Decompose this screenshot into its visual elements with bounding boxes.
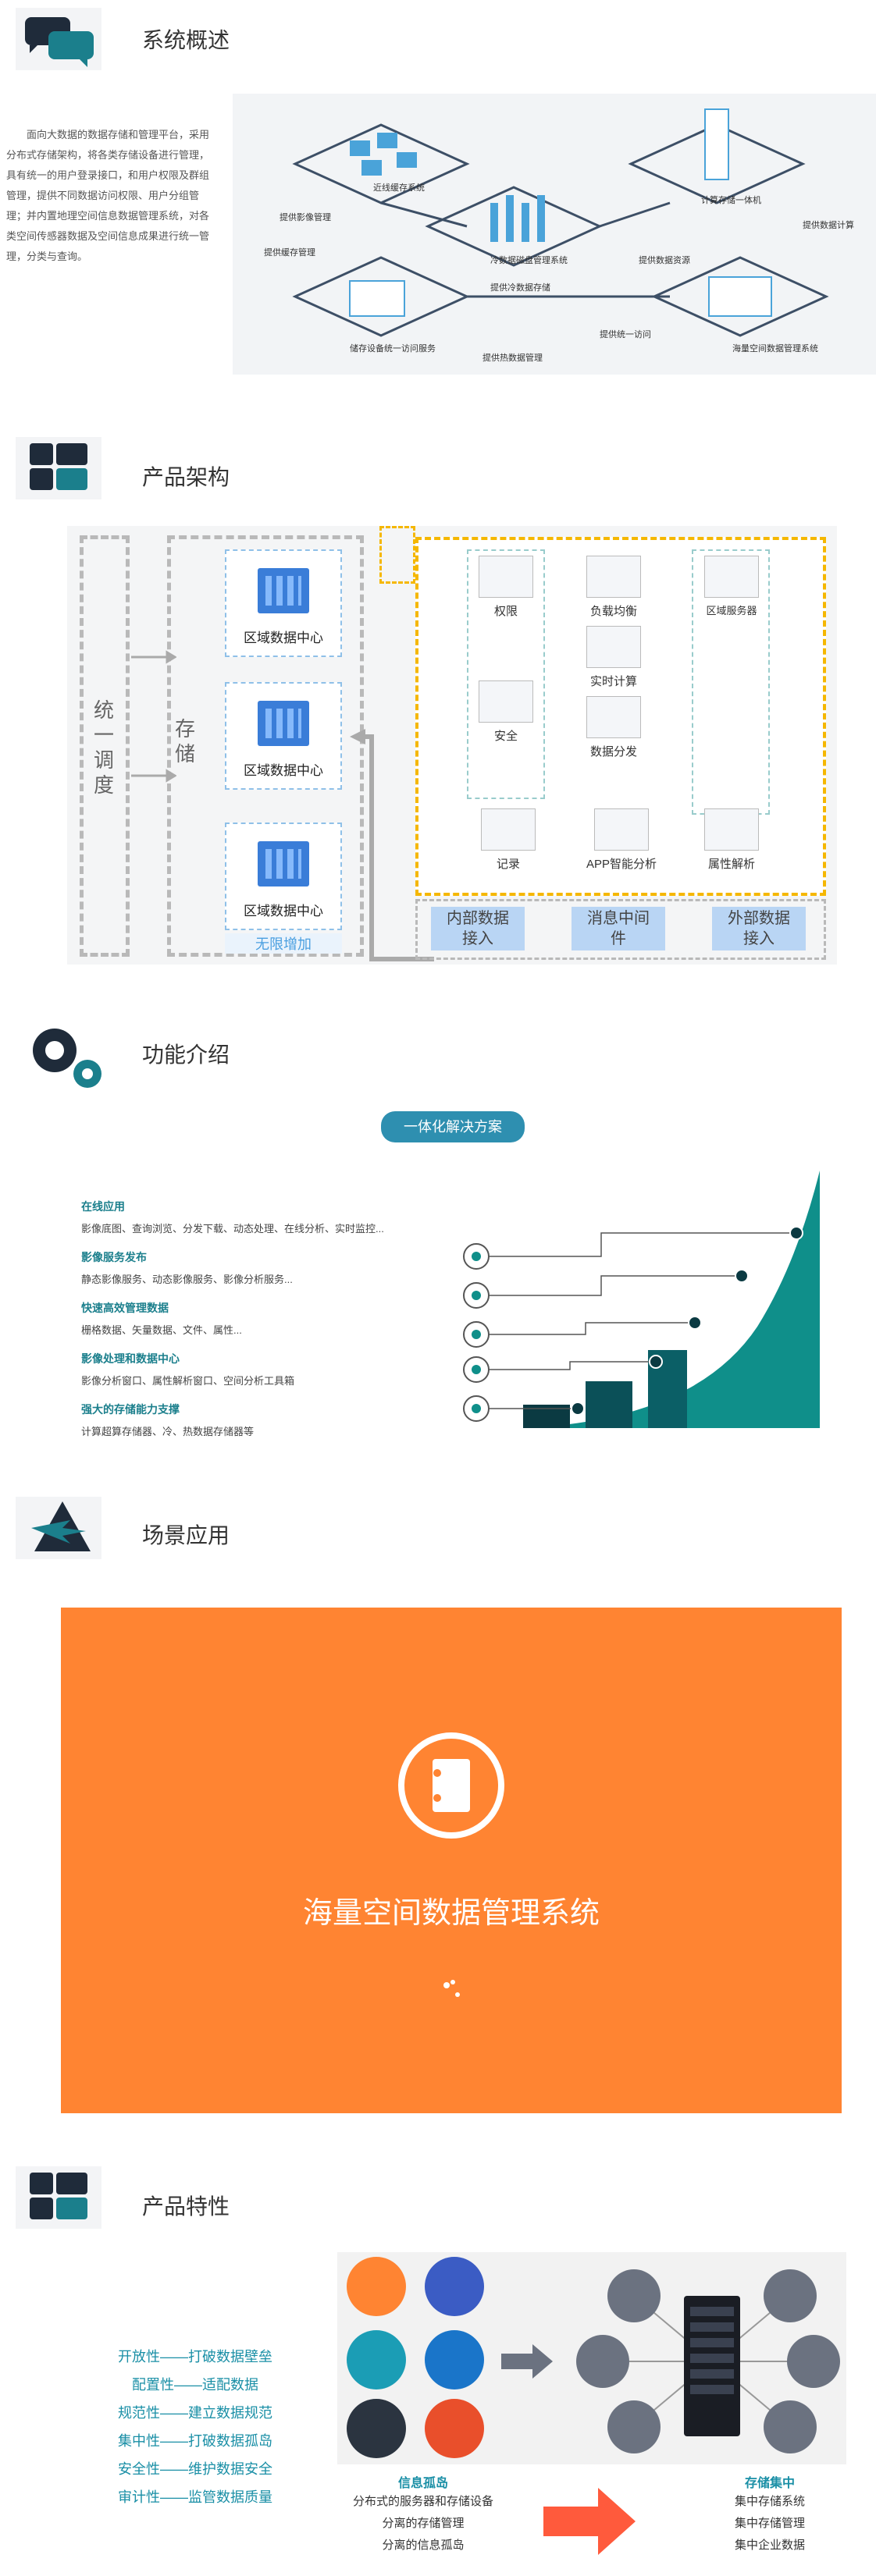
module-record: 记录 bbox=[473, 808, 543, 872]
diagram-label: 冷数据磁盘管理系统 bbox=[490, 256, 568, 265]
characteristic-item: 审计性——监管数据质量 bbox=[118, 2489, 272, 2505]
features-title: 功能介绍 bbox=[142, 1042, 230, 1068]
chart-icon bbox=[586, 556, 641, 598]
feature-item: 强大的存储能力支撑计算超算存储器、冷、热数据存储器等 bbox=[81, 1403, 255, 1437]
module-security: 安全 bbox=[475, 680, 537, 744]
characteristic-item: 集中性——打破数据孤岛 bbox=[118, 2433, 272, 2449]
characteristics-title: 产品特性 bbox=[142, 2194, 230, 2219]
module-dist: 数据分发 bbox=[575, 696, 653, 759]
bottom-item: 消息中间件 bbox=[572, 907, 665, 950]
diagram-label: 储存设备统一访问服务 bbox=[350, 344, 436, 354]
architecture-icon bbox=[16, 437, 101, 499]
scheduling-label: 统一调度 bbox=[94, 698, 115, 797]
left-block: 信息孤岛 分布式的服务器和存储设备 分离的存储管理 分离的信息孤岛 bbox=[352, 2477, 493, 2552]
characteristic-item: 规范性——建立数据规范 bbox=[118, 2405, 272, 2421]
data-center: 区域数据中心 bbox=[225, 682, 342, 790]
characteristic-item: 安全性——维护数据安全 bbox=[118, 2461, 272, 2477]
bottom-item: 内部数据接入 bbox=[431, 907, 525, 950]
characteristic-item: 配置性——适配数据 bbox=[132, 2377, 258, 2393]
overview-diagram: 近线缓存系统 计算存储一体机 冷数据磁盘管理系统 提供冷数据存储 提供缓存管理 … bbox=[233, 94, 876, 375]
characteristic-item: 开放性——打破数据壁垒 bbox=[118, 2349, 272, 2365]
feature-item: 影像处理和数据中心影像分析窗口、属性解析窗口、空间分析工具箱 bbox=[81, 1352, 295, 1387]
growth-graphic bbox=[461, 1171, 829, 1436]
module-app: APP智能分析 bbox=[575, 808, 668, 872]
scenes-icon bbox=[16, 1497, 101, 1559]
data-center: 区域数据中心 bbox=[225, 549, 342, 657]
bottom-item: 外部数据接入 bbox=[712, 907, 806, 950]
characteristics-icon bbox=[16, 2166, 101, 2229]
transfer-arrow bbox=[543, 2488, 637, 2555]
diagram-label: 提供数据计算 bbox=[803, 221, 854, 230]
feature-list: 在线应用影像底图、查询浏览、分发下载、动态处理、在线分析、实时监控... 影像服… bbox=[81, 1199, 440, 1452]
diagram-label: 提供热数据管理 bbox=[483, 354, 543, 363]
right-block: 存储集中 集中存储系统 集中存储管理 集中企业数据 bbox=[734, 2477, 805, 2552]
diagram-label: 提供数据资源 bbox=[639, 256, 690, 265]
clipboard-icon bbox=[481, 808, 536, 851]
shield-icon bbox=[479, 680, 533, 723]
overview-title: 系统概述 bbox=[142, 27, 230, 53]
loading-icon[interactable] bbox=[439, 1976, 470, 1999]
diagram-label: 提供冷数据存储 bbox=[490, 283, 550, 293]
module-server: 区域服务器 bbox=[696, 556, 767, 617]
architecture-diagram: 统一调度 存储 区域数据中心 区域数据中心 区域数据中心 无限增加 权限 负载均… bbox=[67, 526, 837, 965]
architecture-title: 产品架构 bbox=[142, 464, 230, 490]
feature-item: 在线应用影像底图、查询浏览、分发下载、动态处理、在线分析、实时监控... bbox=[81, 1200, 384, 1235]
module-load: 负载均衡 bbox=[575, 556, 653, 619]
monitor-icon bbox=[704, 556, 759, 598]
storage-label: 存储 bbox=[175, 717, 196, 766]
book-icon bbox=[398, 1732, 504, 1839]
diagram-label: 提供影像管理 bbox=[280, 213, 331, 222]
overview-paragraph: 面向大数据的数据存储和管理平台，采用分布式存储架构，将各类存储设备进行管理，具有… bbox=[6, 129, 210, 262]
module-realtime: 实时计算 bbox=[575, 626, 653, 689]
features-icon bbox=[16, 1018, 101, 1088]
building-icon bbox=[258, 701, 309, 746]
diagram-label: 提供缓存管理 bbox=[264, 248, 315, 258]
unlimited-label: 无限增加 bbox=[225, 933, 342, 954]
building-icon bbox=[258, 568, 309, 613]
diagram-label: 提供统一访问 bbox=[600, 330, 651, 339]
scene-banner: 海量空间数据管理系统 bbox=[61, 1608, 842, 2113]
banner-title: 海量空间数据管理系统 bbox=[302, 1897, 600, 1930]
feature-item: 影像服务发布静态影像服务、动态影像服务、影像分析服务... bbox=[81, 1251, 293, 1285]
module-attr: 属性解析 bbox=[696, 808, 767, 872]
tree-icon bbox=[704, 808, 759, 851]
lock-icon bbox=[479, 556, 533, 598]
diagram-label: 海量空间数据管理系统 bbox=[732, 344, 818, 354]
characteristics-list: 开放性——打破数据壁垒 配置性——适配数据 规范性——建立数据规范 集中性——打… bbox=[78, 2343, 312, 2511]
centralization-graphic bbox=[337, 2252, 846, 2464]
scenes-title: 场景应用 bbox=[142, 1523, 230, 1548]
data-center: 区域数据中心 bbox=[225, 823, 342, 930]
chart-icon bbox=[586, 626, 641, 668]
module-auth: 权限 bbox=[475, 556, 537, 619]
building-icon bbox=[258, 841, 309, 886]
diagram-label: 计算存储一体机 bbox=[701, 196, 761, 205]
solution-pill[interactable]: 一体化解决方案 bbox=[381, 1111, 525, 1142]
feature-item: 快速高效管理数据栅格数据、矢量数据、文件、属性... bbox=[81, 1302, 242, 1336]
overview-icon bbox=[16, 8, 101, 70]
chart-icon bbox=[586, 696, 641, 738]
map-pin-icon bbox=[594, 808, 649, 851]
diagram-label: 近线缓存系统 bbox=[373, 183, 425, 193]
